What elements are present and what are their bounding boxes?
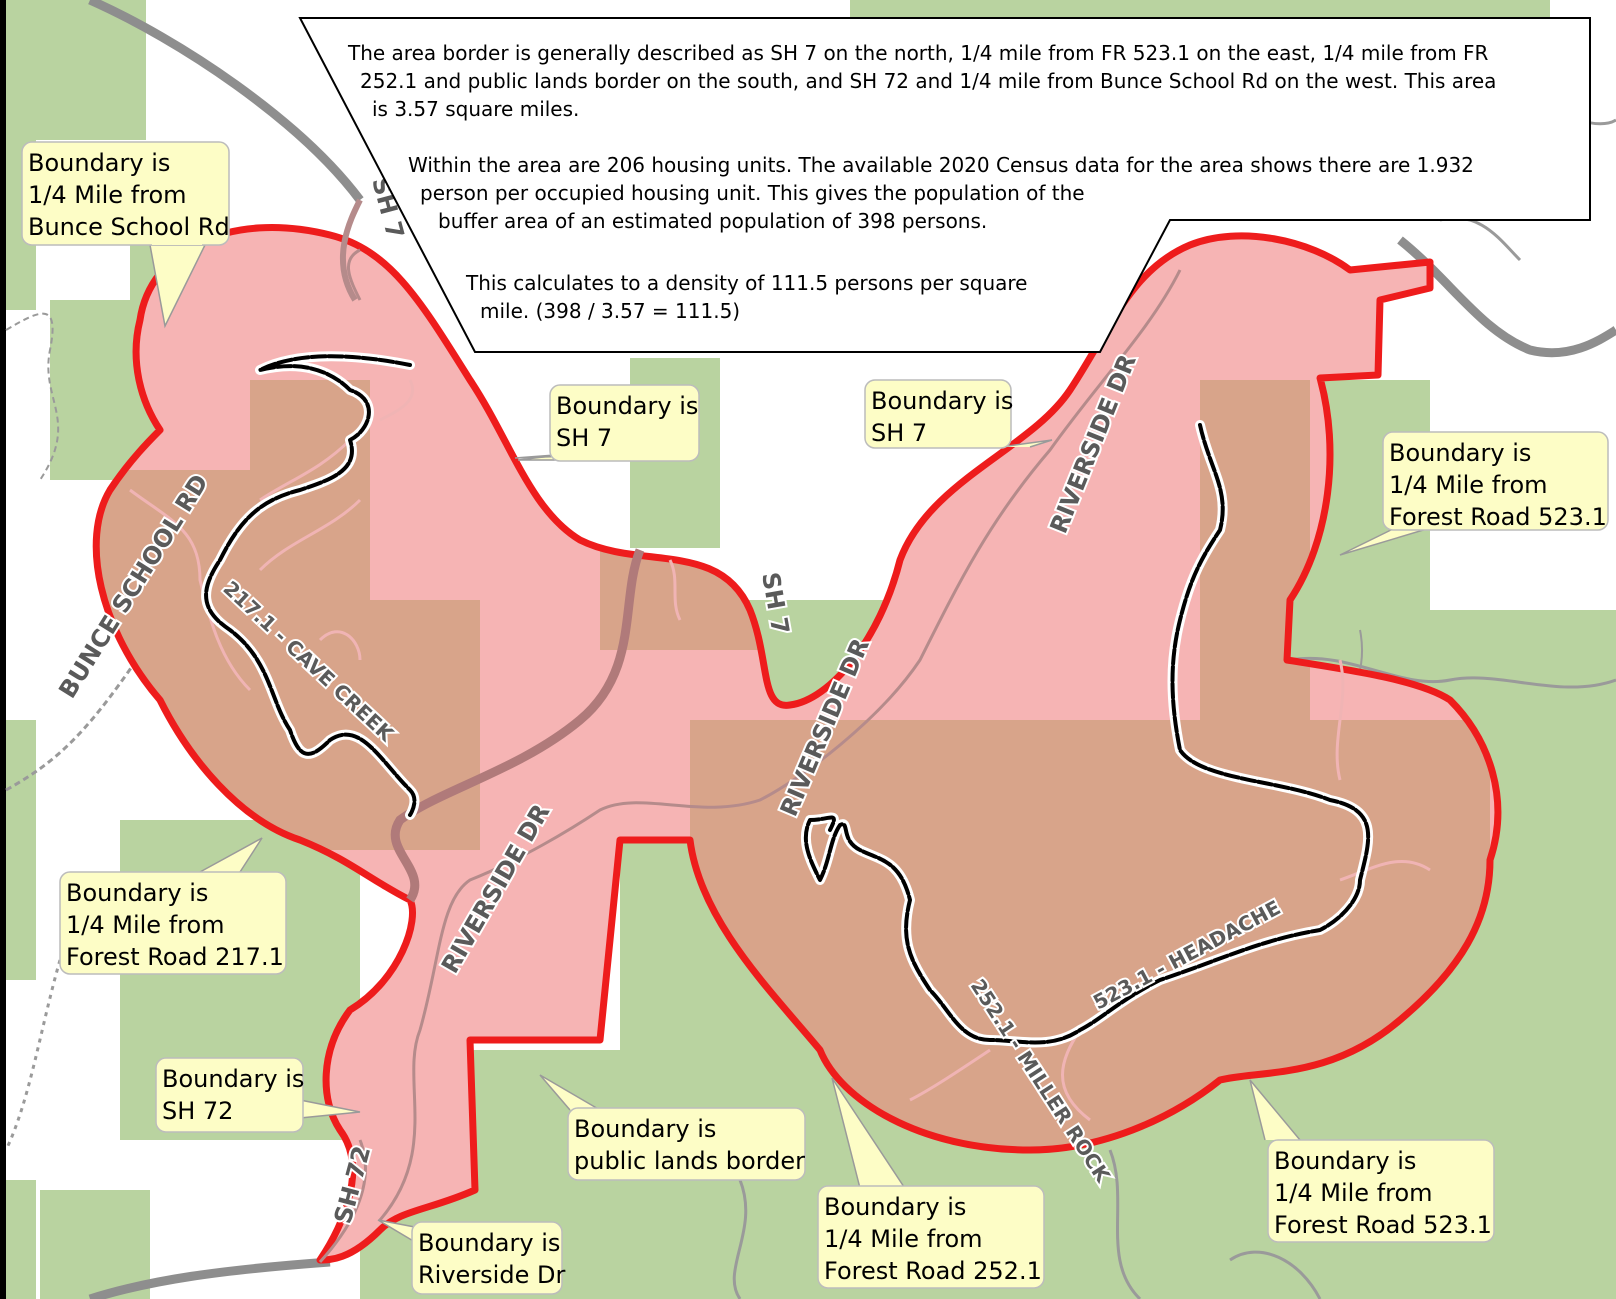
callout-sh7-left-line-2: SH 7 <box>556 424 612 452</box>
highways <box>318 198 367 1264</box>
callout-bunce-school-line-2: 1/4 Mile from <box>28 181 187 209</box>
callout-bunce-school: Boundary is 1/4 Mile from Bunce School R… <box>21 141 230 329</box>
callout-fr523-lower-line-1: Boundary is <box>1274 1147 1416 1175</box>
info-paragraph-2-line-2: person per occupied housing unit. This g… <box>420 181 1085 205</box>
info-paragraph-2-line-1: Within the area are 206 housing units. T… <box>408 153 1474 177</box>
minor-roads <box>129 379 1431 1122</box>
info-paragraph-2-line-3: buffer area of an estimated population o… <box>438 209 987 233</box>
callout-fr217-line-1: Boundary is <box>66 879 208 907</box>
callout-public-lands: Boundary is public lands border <box>539 1074 806 1181</box>
callout-public-lands-line-2: public lands border <box>574 1147 805 1175</box>
callout-fr217-line-3: Forest Road 217.1 <box>66 943 284 971</box>
callout-fr523-lower-line-2: 1/4 Mile from <box>1274 1179 1433 1207</box>
info-paragraph-1-line-3: is 3.57 square miles. <box>372 97 579 121</box>
info-paragraph-1-line-1: The area border is generally described a… <box>347 41 1489 65</box>
callout-public-lands-line-1: Boundary is <box>574 1115 716 1143</box>
callout-riverside-line-1: Boundary is <box>418 1229 560 1257</box>
callout-sh7-right: Boundary is SH 7 <box>864 379 1053 449</box>
callout-riverside: Boundary is Riverside Dr <box>377 1219 565 1295</box>
callout-fr252: Boundary is 1/4 Mile from Forest Road 25… <box>817 1077 1045 1289</box>
callout-fr252-line-1: Boundary is <box>824 1193 966 1221</box>
callout-fr217-line-2: 1/4 Mile from <box>66 911 225 939</box>
trail-headache-miller-rock <box>800 420 1374 1048</box>
callout-fr252-line-3: Forest Road 252.1 <box>824 1257 1042 1285</box>
left-border-strip <box>0 0 6 1299</box>
callout-fr523-upper-line-2: 1/4 Mile from <box>1389 471 1548 499</box>
callout-fr523-upper-line-1: Boundary is <box>1389 439 1531 467</box>
riverside-dr-road <box>346 248 1182 1221</box>
callout-fr523-upper: Boundary is 1/4 Mile from Forest Road 52… <box>1339 431 1609 556</box>
callout-fr252-line-2: 1/4 Mile from <box>824 1225 983 1253</box>
callout-sh72: Boundary is SH 72 <box>155 1057 361 1133</box>
info-paragraph-3-line-1: This calculates to a density of 111.5 pe… <box>465 271 1027 295</box>
callout-sh7-right-line-2: SH 7 <box>871 419 927 447</box>
info-paragraph-1-line-2: 252.1 and public lands border on the sou… <box>360 69 1496 93</box>
callout-bunce-school-line-3: Bunce School Rd <box>28 213 230 241</box>
callout-sh7-left-line-1: Boundary is <box>556 392 698 420</box>
info-paragraph-3-line-2: mile. (398 / 3.57 = 111.5) <box>480 299 740 323</box>
callout-fr217: Boundary is 1/4 Mile from Forest Road 21… <box>59 837 287 975</box>
callout-sh72-line-2: SH 72 <box>162 1097 233 1125</box>
info-box: The area border is generally described a… <box>298 17 1591 353</box>
callout-fr523-lower-line-3: Forest Road 523.1 <box>1274 1211 1492 1239</box>
callout-sh72-line-1: Boundary is <box>162 1065 304 1093</box>
callout-bunce-school-line-1: Boundary is <box>28 149 170 177</box>
trail-cave-creek <box>201 351 420 820</box>
callout-riverside-line-2: Riverside Dr <box>418 1261 565 1289</box>
callout-fr523-upper-line-3: Forest Road 523.1 <box>1389 503 1607 531</box>
callout-fr523-lower: Boundary is 1/4 Mile from Forest Road 52… <box>1249 1079 1495 1243</box>
callout-sh7-right-line-1: Boundary is <box>871 387 1013 415</box>
callout-sh7-left: Boundary is SH 7 <box>514 384 700 462</box>
